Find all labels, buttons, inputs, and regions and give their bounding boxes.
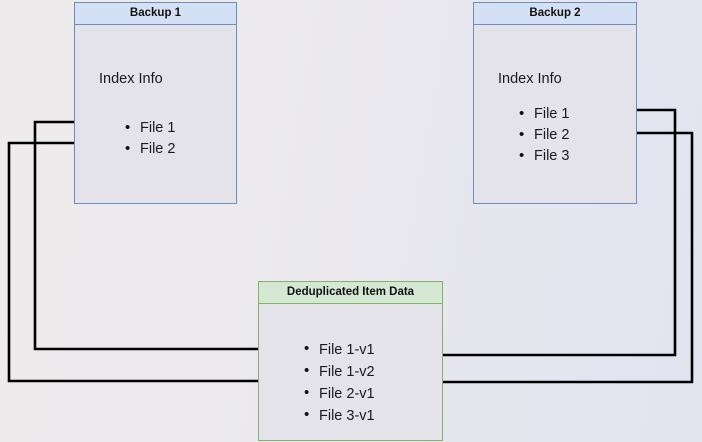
- list-item[interactable]: File 2-v1: [304, 382, 375, 405]
- backup-1-file-list: File 1 File 2: [125, 117, 175, 160]
- backup-2-index-info-label: Index Info: [498, 71, 562, 87]
- backup-1-box[interactable]: Backup 1 Index Info File 1 File 2: [74, 2, 237, 204]
- deduplicated-item-data-body: File 1-v1 File 1-v2 File 2-v1 File 3-v1: [259, 304, 442, 440]
- backup-1-index-info-label: Index Info: [99, 71, 163, 87]
- connector-backup1-file2-to-file2v1: [7, 141, 299, 385]
- list-item[interactable]: File 1-v1: [304, 338, 375, 361]
- list-item[interactable]: File 1: [125, 117, 175, 139]
- list-item[interactable]: File 3-v1: [304, 404, 375, 427]
- backup-1-header: Backup 1: [75, 3, 236, 25]
- backup-2-body: Index Info File 1 File 2 File 3: [474, 25, 636, 203]
- deduplicated-item-data-header: Deduplicated Item Data: [259, 282, 442, 304]
- list-item[interactable]: File 3: [519, 145, 569, 167]
- dedup-item-list: File 1-v1 File 1-v2 File 2-v1 File 3-v1: [304, 338, 375, 427]
- list-item[interactable]: File 2: [519, 124, 569, 146]
- connector-backup2-file2-to-file2v1: [389, 131, 694, 386]
- backup-2-header: Backup 2: [474, 3, 636, 25]
- list-item[interactable]: File 2: [125, 138, 175, 160]
- deduplicated-item-data-box[interactable]: Deduplicated Item Data File 1-v1 File 1-…: [258, 281, 443, 441]
- list-item[interactable]: File 1: [519, 103, 569, 125]
- list-item[interactable]: File 1-v2: [304, 360, 375, 383]
- backup-1-body: Index Info File 1 File 2: [75, 25, 236, 203]
- backup-2-box[interactable]: Backup 2 Index Info File 1 File 2 File 3: [473, 2, 637, 204]
- backup-2-file-list: File 1 File 2 File 3: [519, 103, 569, 167]
- connector-backup2-file1-to-file1v2: [389, 108, 677, 359]
